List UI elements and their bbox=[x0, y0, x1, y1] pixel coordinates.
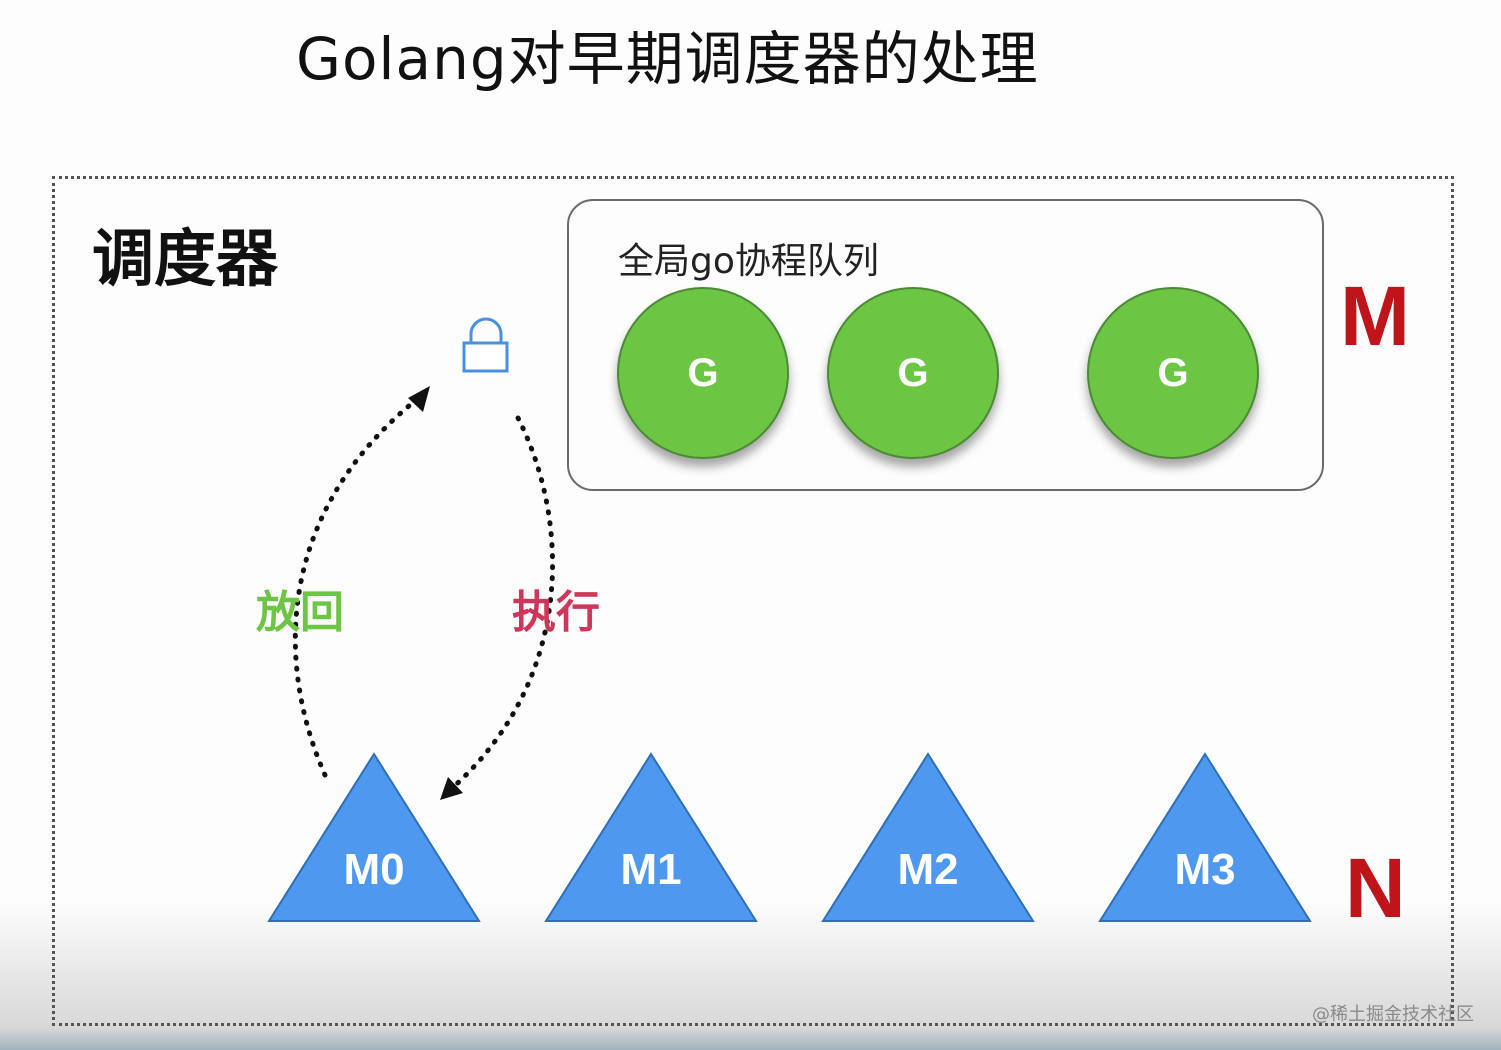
put-back-label: 放回 bbox=[256, 587, 344, 638]
put-back-arrowhead bbox=[408, 386, 430, 412]
thread-label-m2: M2 bbox=[897, 845, 958, 894]
side-label-n: N bbox=[1345, 841, 1406, 935]
put-back-arrow bbox=[292, 390, 428, 778]
goroutine-node: G bbox=[1087, 287, 1259, 459]
lock-icon bbox=[462, 317, 509, 373]
thread-label-m1: M1 bbox=[620, 845, 681, 894]
execute-label: 执行 bbox=[512, 587, 600, 638]
thread-m3 bbox=[1098, 752, 1312, 922]
thread-m1 bbox=[544, 752, 758, 922]
thread-m0 bbox=[267, 752, 481, 922]
page-title: Golang对早期调度器的处理 bbox=[296, 25, 1039, 93]
scheduler-container bbox=[52, 176, 1454, 1026]
scheduler-label: 调度器 bbox=[92, 222, 279, 295]
execute-arrow bbox=[447, 415, 556, 793]
thread-m2 bbox=[821, 752, 1035, 922]
goroutine-node: G bbox=[617, 287, 789, 459]
thread-label-m0: M0 bbox=[343, 845, 404, 894]
thread-label-m3: M3 bbox=[1174, 845, 1235, 894]
side-label-m: M bbox=[1340, 269, 1410, 363]
goroutine-node: G bbox=[827, 287, 999, 459]
global-queue-box bbox=[567, 199, 1324, 491]
global-queue-label: 全局go协程队列 bbox=[618, 241, 879, 282]
watermark: @稀土掘金技术社区 bbox=[1312, 1004, 1474, 1025]
execute-arrowhead bbox=[440, 777, 463, 800]
